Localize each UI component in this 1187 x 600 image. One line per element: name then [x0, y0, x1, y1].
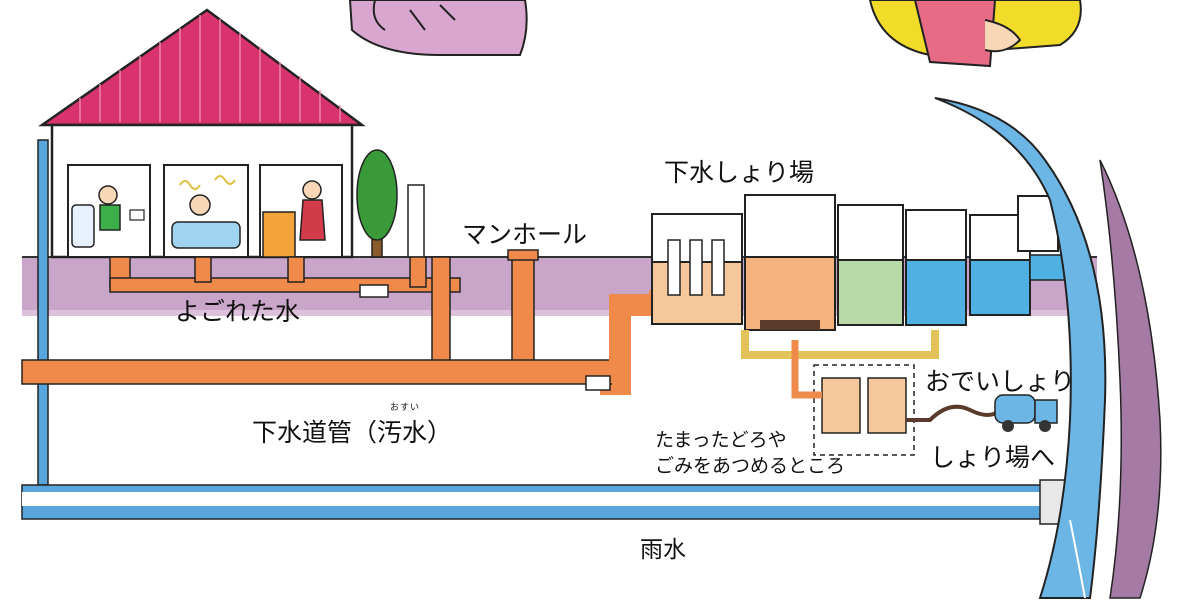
sewer-pipe [21, 359, 623, 385]
treatment-tanks-icon [651, 194, 1086, 359]
label-treatment-plant: 下水しょり場 [664, 158, 815, 187]
label-sewer-ruby: おすい [390, 403, 421, 413]
sink-person-icon [262, 180, 326, 258]
toilet-person-icon [71, 185, 145, 248]
truck-icon [994, 394, 1058, 432]
label-rain-water: 雨水 [640, 537, 686, 563]
label-collection-line2: ごみをあつめるところ [655, 455, 846, 477]
sludge-collection-icon [791, 340, 1002, 456]
downspout [37, 139, 49, 486]
tree-icon [356, 149, 425, 258]
label-sludge: おでいしょり [925, 367, 1076, 396]
label-dirty-water: よごれた水 [175, 297, 301, 326]
label-collection-line1: たまったどろや [655, 429, 787, 451]
bath-person-icon [171, 175, 241, 249]
label-sewer-pipe: 下水道管（汚水） [252, 418, 453, 447]
river-icon [934, 97, 1162, 599]
person-top-left-icon [348, 0, 528, 56]
label-to-plant: しょり場へ [930, 443, 1056, 472]
reading-person-icon [868, 0, 1082, 68]
label-manhole: マンホール [462, 220, 588, 249]
manhole-icon [507, 249, 539, 261]
